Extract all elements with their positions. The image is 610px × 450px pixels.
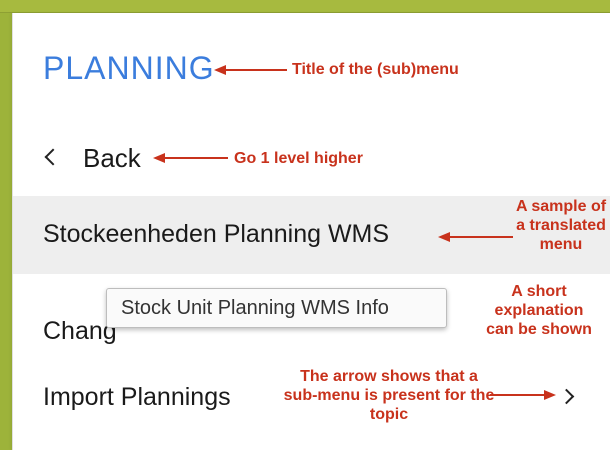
tooltip: Stock Unit Planning WMS Info (106, 288, 447, 328)
menu-title: PLANNING (43, 50, 215, 86)
menu-item-label: Import Plannings (43, 383, 231, 411)
menu-item-label: Chang (43, 317, 117, 345)
menu-item-import-plannings[interactable]: Import Plannings (13, 359, 610, 437)
annotation-back: Go 1 level higher (234, 150, 363, 167)
menu-item-label: Stockeenheden Planning WMS (43, 220, 390, 248)
annotation-explanation: A short explanation can be shown (486, 283, 592, 338)
back-button[interactable]: Back (13, 135, 610, 181)
menu-item-stockeenheden[interactable]: Stockeenheden Planning WMS (13, 196, 610, 274)
menu-panel: PLANNING Back Stockeenheden Planning WMS… (12, 13, 610, 450)
back-label: Back (83, 143, 141, 173)
chevron-right-icon (558, 388, 575, 405)
menu-item-change[interactable]: Chang (13, 293, 610, 371)
annotation-translated: A sample of a translated menu (515, 198, 607, 253)
chevron-left-icon (44, 148, 62, 166)
header-strip (0, 0, 610, 13)
annotation-submenu: The arrow shows that a sub-menu is prese… (283, 368, 495, 423)
annotation-title: Title of the (sub)menu (292, 61, 459, 78)
